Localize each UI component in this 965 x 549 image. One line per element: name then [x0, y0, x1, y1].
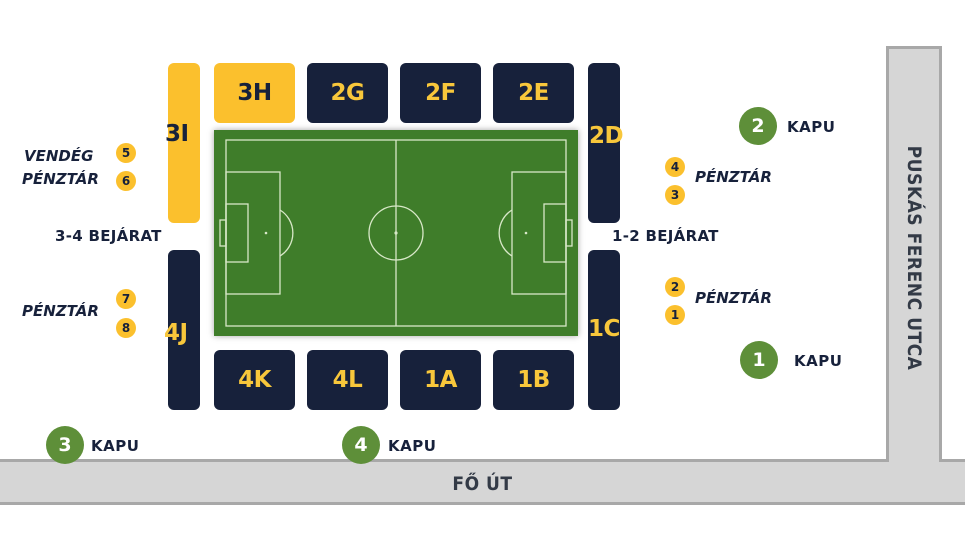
puskas-ferenc-utca-label: PUSKÁS FERENC UTCA — [903, 145, 925, 371]
stand-2E[interactable]: 2E — [493, 63, 574, 123]
entrance-3-4: 3-4 BEJÁRAT — [55, 227, 162, 245]
entrance-1-2: 1-2 BEJÁRAT — [612, 227, 719, 245]
ticket-office-4-marker[interactable]: 4 — [665, 157, 685, 177]
stand-2F[interactable]: 2F — [400, 63, 481, 123]
gate-2-label: KAPU — [787, 118, 836, 136]
stand-1A[interactable]: 1A — [400, 350, 481, 410]
stand-4K[interactable]: 4K — [214, 350, 295, 410]
stand-3I[interactable]: 3I — [165, 63, 200, 223]
ticket-office-right-upper-label: PÉNZTÁR — [695, 168, 772, 186]
stand-2G[interactable]: 2G — [307, 63, 388, 123]
ticket-office-3-marker[interactable]: 3 — [665, 185, 685, 205]
fo-ut-road — [0, 459, 965, 505]
stand-1C-label: 1C — [588, 316, 620, 342]
road-corner-fill — [889, 459, 939, 463]
stand-4L[interactable]: 4L — [307, 350, 388, 410]
football-pitch — [214, 130, 578, 336]
guest-ticket-office-label-2: PÉNZTÁR — [22, 170, 99, 188]
stand-3I-label: 3I — [165, 121, 189, 147]
pitch-markings — [219, 139, 573, 327]
fo-ut-label: FŐ ÚT — [452, 473, 513, 495]
gate-3-label: KAPU — [91, 437, 140, 455]
stand-3H[interactable]: 3H — [214, 63, 295, 123]
ticket-office-right-lower-label: PÉNZTÁR — [695, 289, 772, 307]
stand-2D-label: 2D — [589, 123, 624, 149]
stand-1B[interactable]: 1B — [493, 350, 574, 410]
puskas-ferenc-utca-road — [886, 46, 942, 462]
stand-4J[interactable]: 4J — [164, 250, 200, 410]
stand-4J-label: 4J — [164, 320, 188, 346]
gate-3-marker[interactable]: 3 — [46, 426, 84, 464]
stand-2D[interactable]: 2D — [588, 63, 624, 223]
gate-4-marker[interactable]: 4 — [342, 426, 380, 464]
gate-1-marker[interactable]: 1 — [740, 341, 778, 379]
gate-2-marker[interactable]: 2 — [739, 107, 777, 145]
gate-4-label: KAPU — [388, 437, 437, 455]
guest-ticket-office-label-1: VENDÉG — [24, 147, 94, 165]
ticket-office-left-label: PÉNZTÁR — [22, 302, 99, 320]
ticket-office-7-marker[interactable]: 7 — [116, 289, 136, 309]
ticket-office-1-marker[interactable]: 1 — [665, 305, 685, 325]
gate-1-label: KAPU — [794, 352, 843, 370]
ticket-office-5-marker[interactable]: 5 — [116, 143, 136, 163]
ticket-office-8-marker[interactable]: 8 — [116, 318, 136, 338]
ticket-office-2-marker[interactable]: 2 — [665, 277, 685, 297]
stand-1C[interactable]: 1C — [588, 250, 620, 410]
ticket-office-6-marker[interactable]: 6 — [116, 171, 136, 191]
